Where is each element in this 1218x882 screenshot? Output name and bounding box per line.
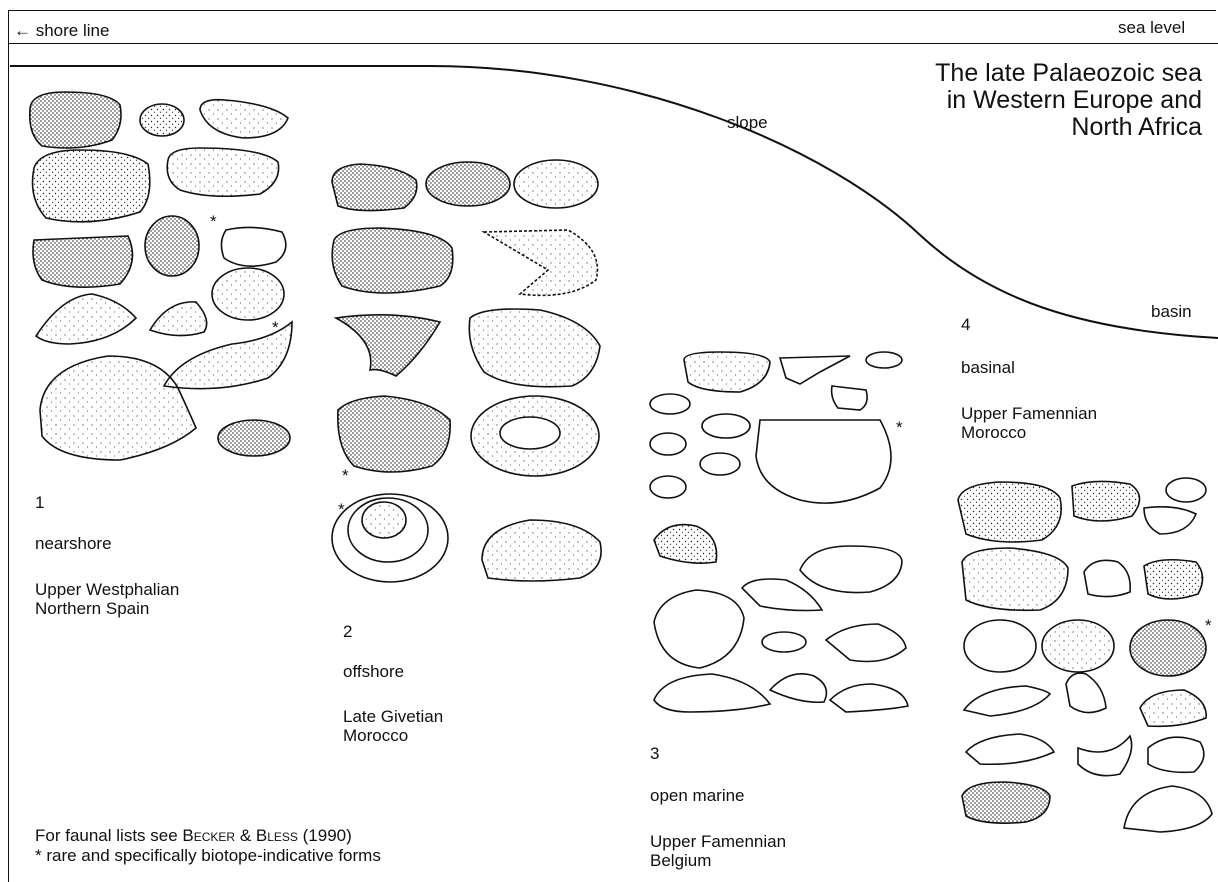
rare-marker: * [342, 466, 349, 485]
site-3-setting: open marine [650, 786, 745, 805]
site-4-setting: basinal [961, 358, 1015, 377]
site-1-setting: nearshore [35, 534, 112, 553]
faunal-lists-reference: For faunal lists see Becker & Bless (199… [35, 826, 352, 845]
site-2-number: 2 [343, 622, 352, 641]
reference-author-1: Becker [182, 826, 235, 845]
basinal-ostracods [958, 478, 1212, 832]
site-4-number: 4 [961, 315, 970, 334]
nearshore-ostracods [30, 92, 292, 460]
site-2-locality: Late Givetian Morocco [343, 707, 443, 745]
rare-marker: * [1205, 616, 1212, 635]
rare-marker: * [338, 500, 345, 519]
reference-ampersand: & [235, 826, 256, 845]
rare-marker: * [896, 418, 903, 437]
site-3-number: 3 [650, 744, 659, 763]
rare-marker: * [210, 212, 217, 231]
reference-year: (1990) [298, 826, 352, 845]
site-1-number: 1 [35, 493, 44, 512]
open-marine-ostracods [650, 352, 908, 712]
site-1-locality: Upper Westphalian Northern Spain [35, 580, 179, 618]
site-4-locality: Upper Famennian Morocco [961, 404, 1097, 442]
reference-author-2: Bless [256, 826, 298, 845]
offshore-ostracods [332, 160, 601, 582]
reference-prefix: For faunal lists see [35, 826, 182, 845]
site-2-setting: offshore [343, 662, 404, 681]
rare-marker: * [272, 318, 279, 337]
rare-forms-note: * rare and specifically biotope-indicati… [35, 846, 381, 865]
site-3-locality: Upper Famennian Belgium [650, 832, 786, 870]
seafloor-profile [10, 66, 1218, 338]
